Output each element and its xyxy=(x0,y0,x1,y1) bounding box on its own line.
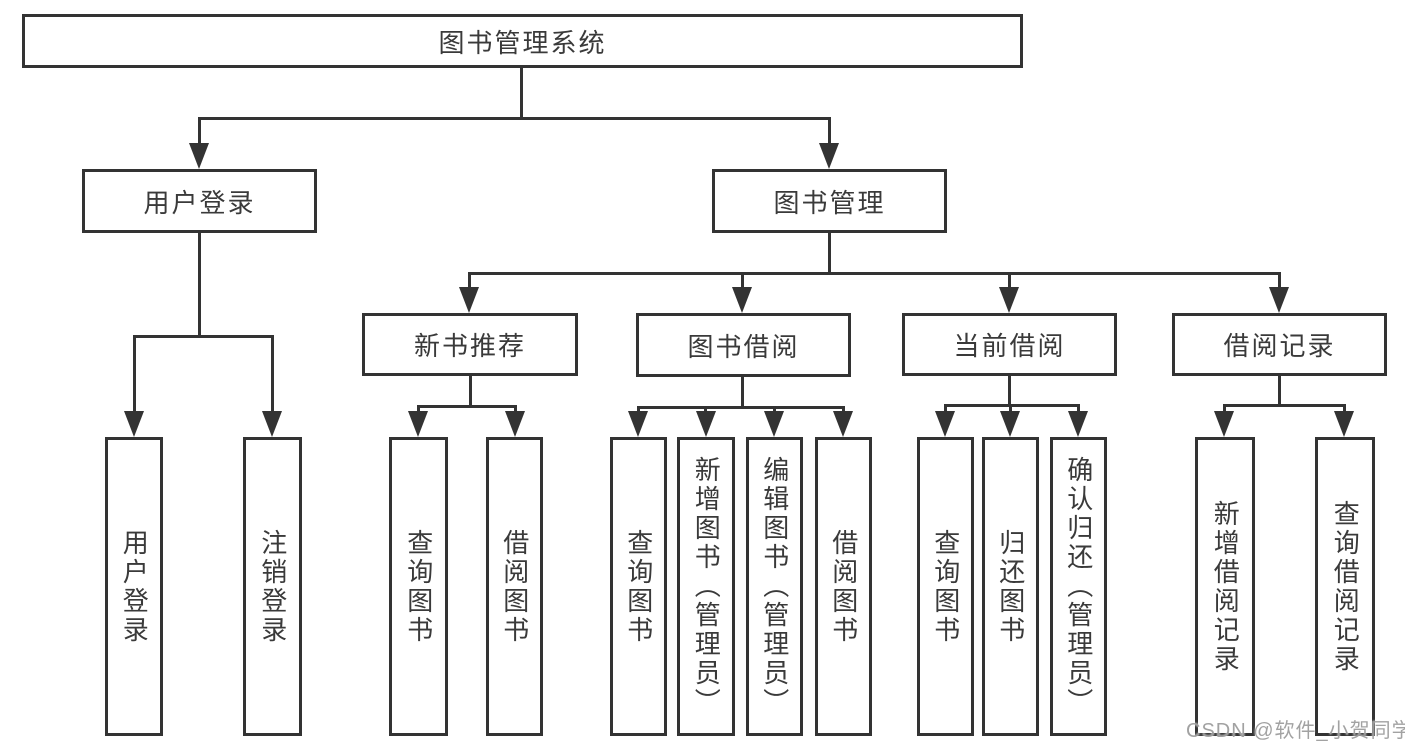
connector-drop xyxy=(1223,404,1226,417)
arrow-down-icon xyxy=(189,143,209,169)
arrow-down-icon xyxy=(628,411,648,437)
connector-user-login-rail xyxy=(133,335,274,338)
leaf-borrow-books-recommend: 借阅图书 xyxy=(486,437,543,736)
arrow-down-icon xyxy=(459,287,479,313)
leaf-user-login: 用户登录 xyxy=(105,437,163,736)
node-current-borrowing: 当前借阅 xyxy=(902,313,1117,376)
connector-drop-book-management xyxy=(828,117,831,147)
leaf-query-books-recommend: 查询图书 xyxy=(389,437,448,736)
arrow-down-icon xyxy=(262,411,282,437)
arrow-down-icon xyxy=(819,143,839,169)
connector-level2-rail xyxy=(468,272,1281,275)
connector-drop xyxy=(1009,404,1012,417)
leaf-add-borrow-record: 新增借阅记录 xyxy=(1195,437,1255,736)
leaf-query-borrow-record: 查询借阅记录 xyxy=(1315,437,1375,736)
connector-drop-user-login xyxy=(198,117,201,147)
csdn-watermark: CSDN @软件_小贺同学 xyxy=(1186,720,1405,742)
node-user-login: 用户登录 xyxy=(82,169,317,233)
node-borrowing-records: 借阅记录 xyxy=(1172,313,1387,376)
connector-borrowing-records-stem xyxy=(1278,376,1281,406)
connector-drop-current-borrowing xyxy=(1008,272,1011,292)
arrow-down-icon xyxy=(1000,411,1020,437)
leaf-add-books-admin: 新增图书（管理员） xyxy=(677,437,735,736)
connector-new-book-stem xyxy=(469,376,472,407)
connector-current-borrowing-stem xyxy=(1008,376,1011,406)
arrow-down-icon xyxy=(935,411,955,437)
leaf-query-books-current: 查询图书 xyxy=(917,437,974,736)
arrow-down-icon xyxy=(505,411,525,437)
connector-book-management-stem xyxy=(828,232,831,274)
connector-drop-leaf-user-login xyxy=(133,335,136,415)
connector-new-book-rail xyxy=(417,405,517,408)
node-root: 图书管理系统 xyxy=(22,14,1023,68)
arrow-down-icon xyxy=(696,411,716,437)
leaf-query-books-borrowing: 查询图书 xyxy=(610,437,667,736)
arrow-down-icon xyxy=(764,411,784,437)
arrow-down-icon xyxy=(408,411,428,437)
connector-book-borrowing-rail xyxy=(637,406,845,409)
arrow-down-icon xyxy=(1334,411,1354,437)
leaf-borrow-books-borrowing: 借阅图书 xyxy=(815,437,872,736)
arrow-down-icon xyxy=(1068,411,1088,437)
arrow-down-icon xyxy=(999,287,1019,313)
arrow-down-icon xyxy=(1214,411,1234,437)
connector-level1-rail xyxy=(198,117,831,120)
connector-user-login-stem xyxy=(198,233,201,338)
connector-drop xyxy=(944,404,947,417)
arrow-down-icon xyxy=(1269,287,1289,313)
connector-drop xyxy=(1077,404,1080,417)
arrow-down-icon xyxy=(833,411,853,437)
node-new-book-recommend: 新书推荐 xyxy=(362,313,578,376)
connector-drop-book-borrowing xyxy=(741,272,744,292)
connector-drop xyxy=(1343,404,1346,417)
leaf-edit-books-admin: 编辑图书（管理员） xyxy=(746,437,803,736)
node-book-borrowing: 图书借阅 xyxy=(636,313,851,377)
leaf-logout-login: 注销登录 xyxy=(243,437,302,736)
connector-drop-new-book xyxy=(468,272,471,292)
leaf-confirm-return-admin: 确认归还（管理员） xyxy=(1050,437,1107,736)
node-book-management: 图书管理 xyxy=(712,169,947,233)
connector-drop-borrowing-records xyxy=(1278,272,1281,292)
connector-borrowing-records-rail xyxy=(1223,404,1346,407)
leaf-return-books: 归还图书 xyxy=(982,437,1039,736)
arrow-down-icon xyxy=(124,411,144,437)
connector-drop-leaf-logout xyxy=(271,335,274,415)
connector-book-borrowing-stem xyxy=(741,377,744,408)
arrow-down-icon xyxy=(732,287,752,313)
connector-root-stem xyxy=(520,68,523,119)
